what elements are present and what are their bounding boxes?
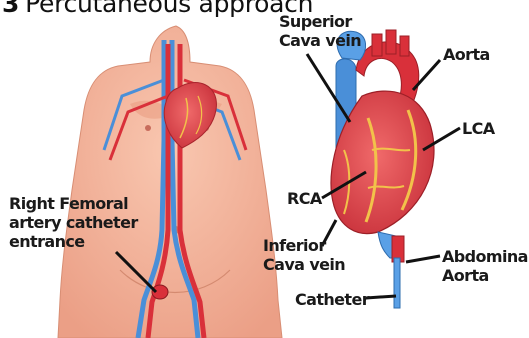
label-aorta: Aorta: [443, 45, 490, 64]
label-abdominal-aorta-line2: Aorta: [442, 266, 529, 285]
label-right-femoral: Right Femoral artery catheter entrance: [9, 194, 138, 251]
label-abdominal-aorta-line1: Abdominal: [442, 247, 529, 266]
label-inferior-cava-vein-line1: Inferior: [263, 236, 345, 255]
label-superior-cava-vein: Superior Cava vein: [279, 12, 361, 50]
label-superior-cava-vein-line2: Cava vein: [279, 31, 361, 50]
label-inferior-cava-vein-line2: Cava vein: [263, 255, 345, 274]
label-inferior-cava-vein: Inferior Cava vein: [263, 236, 345, 274]
catheter-tube: [394, 258, 400, 308]
label-right-femoral-line3: entrance: [9, 232, 138, 251]
label-right-femoral-line2: artery catheter: [9, 213, 138, 232]
label-right-femoral-line1: Right Femoral: [9, 194, 138, 213]
label-rca: RCA: [287, 189, 322, 208]
label-abdominal-aorta: Abdominal Aorta: [442, 247, 529, 285]
large-heart: [331, 30, 434, 308]
label-catheter: Catheter: [295, 290, 369, 309]
label-lca: LCA: [462, 119, 495, 138]
label-superior-cava-vein-line1: Superior: [279, 12, 361, 31]
